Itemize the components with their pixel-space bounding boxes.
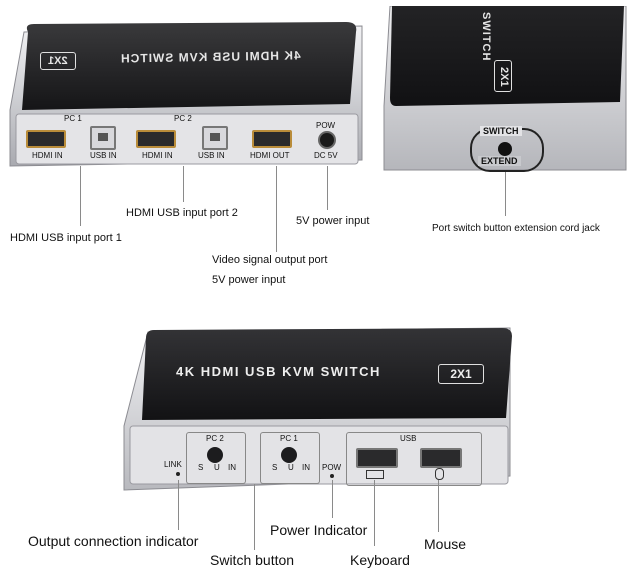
usb-label: USB [400, 434, 417, 443]
pc2-s-label: S [198, 463, 204, 472]
callout-power-indicator: Power Indicator [270, 522, 368, 538]
device2-model-badge: 2X1 [494, 60, 512, 92]
usb-in-1-label: USB IN [90, 151, 117, 160]
callout-mouse: Mouse [424, 536, 467, 552]
callout-keyboard: Keyboard [350, 552, 410, 568]
device3-model-text: 2X1 [450, 367, 472, 381]
keyboard-icon [366, 470, 384, 479]
pow-label: POW [316, 121, 336, 130]
usb-b-port-2[interactable] [202, 126, 228, 150]
leader-port2 [183, 166, 184, 202]
usb-in-2-label: USB IN [198, 151, 225, 160]
hdmi-out-label: HDMI OUT [250, 151, 290, 160]
leader-port1 [80, 166, 81, 226]
leader-video-out [276, 166, 277, 252]
link-label: LINK [164, 460, 182, 469]
hdmi-in-port-2[interactable] [136, 130, 176, 148]
device2-side-title-text: SWITCH [480, 12, 492, 62]
extension-jack[interactable] [498, 142, 512, 156]
pc2-in-label: IN [228, 463, 236, 472]
pc1-switch-button[interactable] [281, 447, 297, 463]
callout-power-a: 5V power input [296, 215, 370, 227]
dc-power-jack[interactable] [318, 131, 336, 149]
callout-video-out: Video signal output port [212, 254, 328, 266]
kvm-side-view [380, 5, 630, 176]
device1-model-badge: 2X1 [40, 52, 76, 70]
link-led [176, 472, 180, 476]
device1-model-text: 2X1 [48, 55, 68, 67]
usb-b-port-1[interactable] [90, 126, 116, 150]
pow-indicator-label: POW [322, 463, 342, 472]
pc1-u-label: U [288, 463, 294, 472]
leader-power-indicator [332, 480, 333, 518]
leader-power [327, 166, 328, 210]
pc2-button-group [186, 432, 246, 484]
pc1-s-label: S [272, 463, 278, 472]
pc1-group-label: PC 1 [64, 114, 82, 123]
device2-side-title: SWITCH [480, 12, 492, 61]
hdmi-out-port[interactable] [252, 130, 292, 148]
leader-keyboard [374, 480, 375, 546]
pc2-group-label: PC 2 [174, 114, 192, 123]
callout-output-indicator: Output connection indicator [28, 533, 199, 549]
device3-title: 4K HDMI USB KVM SWITCH [176, 364, 381, 379]
dc5v-label: DC 5V [314, 151, 338, 160]
callout-port2: HDMI USB input port 2 [126, 207, 238, 219]
jack-bottom-label: EXTEND [478, 156, 521, 166]
device2-model-text: 2X1 [498, 67, 510, 87]
hdmi-in-2-label: HDMI IN [142, 151, 173, 160]
usb-port-group [346, 432, 482, 486]
hdmi-in-port-1[interactable] [26, 130, 66, 148]
pc1-in-label: IN [302, 463, 310, 472]
pow-led [330, 474, 334, 478]
callout-port1: HDMI USB input port 1 [10, 232, 122, 244]
pc2-switch-button[interactable] [207, 447, 223, 463]
callout-switch-button: Switch button [210, 552, 295, 568]
leader-mouse [438, 480, 439, 532]
leader-switch-button [254, 484, 255, 550]
usb-keyboard-port[interactable] [356, 448, 398, 468]
pc1-button-group [260, 432, 320, 484]
pc2-u-label: U [214, 463, 220, 472]
leader-output-indicator [178, 480, 179, 530]
pc1-label: PC 1 [280, 434, 298, 443]
mouse-icon [435, 468, 444, 480]
device3-model-badge: 2X1 [438, 364, 484, 384]
jack-top-label: SWITCH [480, 126, 522, 136]
hdmi-in-1-label: HDMI IN [32, 151, 63, 160]
leader-extension [505, 172, 506, 216]
pc2-label: PC 2 [206, 434, 224, 443]
callout-power-b: 5V power input [212, 274, 286, 286]
callout-extension-jack: Port switch button extension cord jack [432, 223, 600, 234]
usb-mouse-port[interactable] [420, 448, 462, 468]
